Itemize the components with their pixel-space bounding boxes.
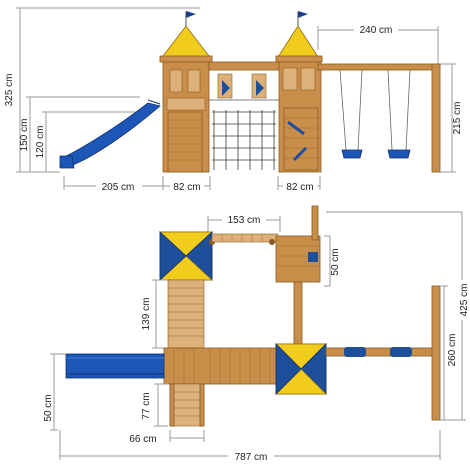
- total-height-label: 325 cm: [4, 74, 15, 107]
- slide-top: [65, 353, 165, 379]
- dim-swing-depth-outer: 425 cm: [326, 211, 470, 421]
- dim-right-tower-offset: 50 cm: [324, 235, 341, 287]
- left-tower-top: [158, 231, 215, 281]
- swing-frame-side: [317, 63, 441, 173]
- right-tower-top: [275, 205, 321, 283]
- right-tower-side: [275, 11, 323, 173]
- ramp-length-label: 139 cm: [141, 298, 152, 331]
- ladder-width-label: 66 cm: [129, 434, 156, 445]
- dim-ladder-width: 66 cm: [124, 430, 205, 445]
- climbing-net-side: [208, 61, 280, 170]
- dim-ramp-length: 139 cm: [140, 279, 168, 349]
- dim-platform-high: 150 cm: [19, 96, 140, 172]
- bridge-top: [211, 233, 279, 245]
- dim-platform-low: 120 cm: [35, 111, 140, 172]
- left-tower-side: [159, 11, 213, 173]
- dim-total-length: 787 cm: [59, 430, 441, 463]
- dim-swing-height: 215 cm: [440, 63, 463, 173]
- bridge-label: 153 cm: [228, 215, 261, 226]
- dim-swing-width: 240 cm: [317, 22, 439, 64]
- ramp-top: [167, 279, 205, 349]
- swing-frame-top: [325, 285, 441, 421]
- ladder-top: [169, 383, 205, 427]
- tower-width-left-label: 82 cm: [173, 182, 200, 193]
- dim-swing-depth-inner: 260 cm: [440, 285, 458, 421]
- side-view: 325 cm 150 cm 120 cm 240 cm 215 cm: [4, 7, 463, 193]
- tower-post: [293, 281, 303, 347]
- swing-depth-outer-label: 425 cm: [459, 284, 470, 317]
- dim-bridge: 153 cm: [207, 213, 281, 232]
- swing-width-label: 240 cm: [360, 25, 393, 36]
- top-view: 153 cm: [43, 205, 470, 463]
- dim-ladder-length: 77 cm: [140, 383, 168, 427]
- platform-high-label: 150 cm: [19, 119, 30, 152]
- dim-total-height: 325 cm: [4, 7, 200, 173]
- dim-slide-width: 50 cm: [43, 353, 66, 431]
- right-tower-offset-label: 50 cm: [330, 248, 341, 275]
- swing-height-label: 215 cm: [452, 102, 463, 135]
- lower-tower-top: [275, 343, 327, 395]
- ladder-length-label: 77 cm: [141, 392, 152, 419]
- platform-low-label: 120 cm: [35, 126, 46, 159]
- dim-bottom-side: 205 cm 82 cm 82 cm: [63, 176, 321, 193]
- lower-platform-top: [163, 347, 279, 385]
- slide-side: [59, 99, 161, 169]
- slide-width-label: 50 cm: [43, 394, 54, 421]
- slide-length-label: 205 cm: [102, 182, 135, 193]
- tower-width-right-label: 82 cm: [286, 182, 313, 193]
- swing-depth-inner-label: 260 cm: [447, 334, 458, 367]
- total-length-label: 787 cm: [235, 452, 268, 463]
